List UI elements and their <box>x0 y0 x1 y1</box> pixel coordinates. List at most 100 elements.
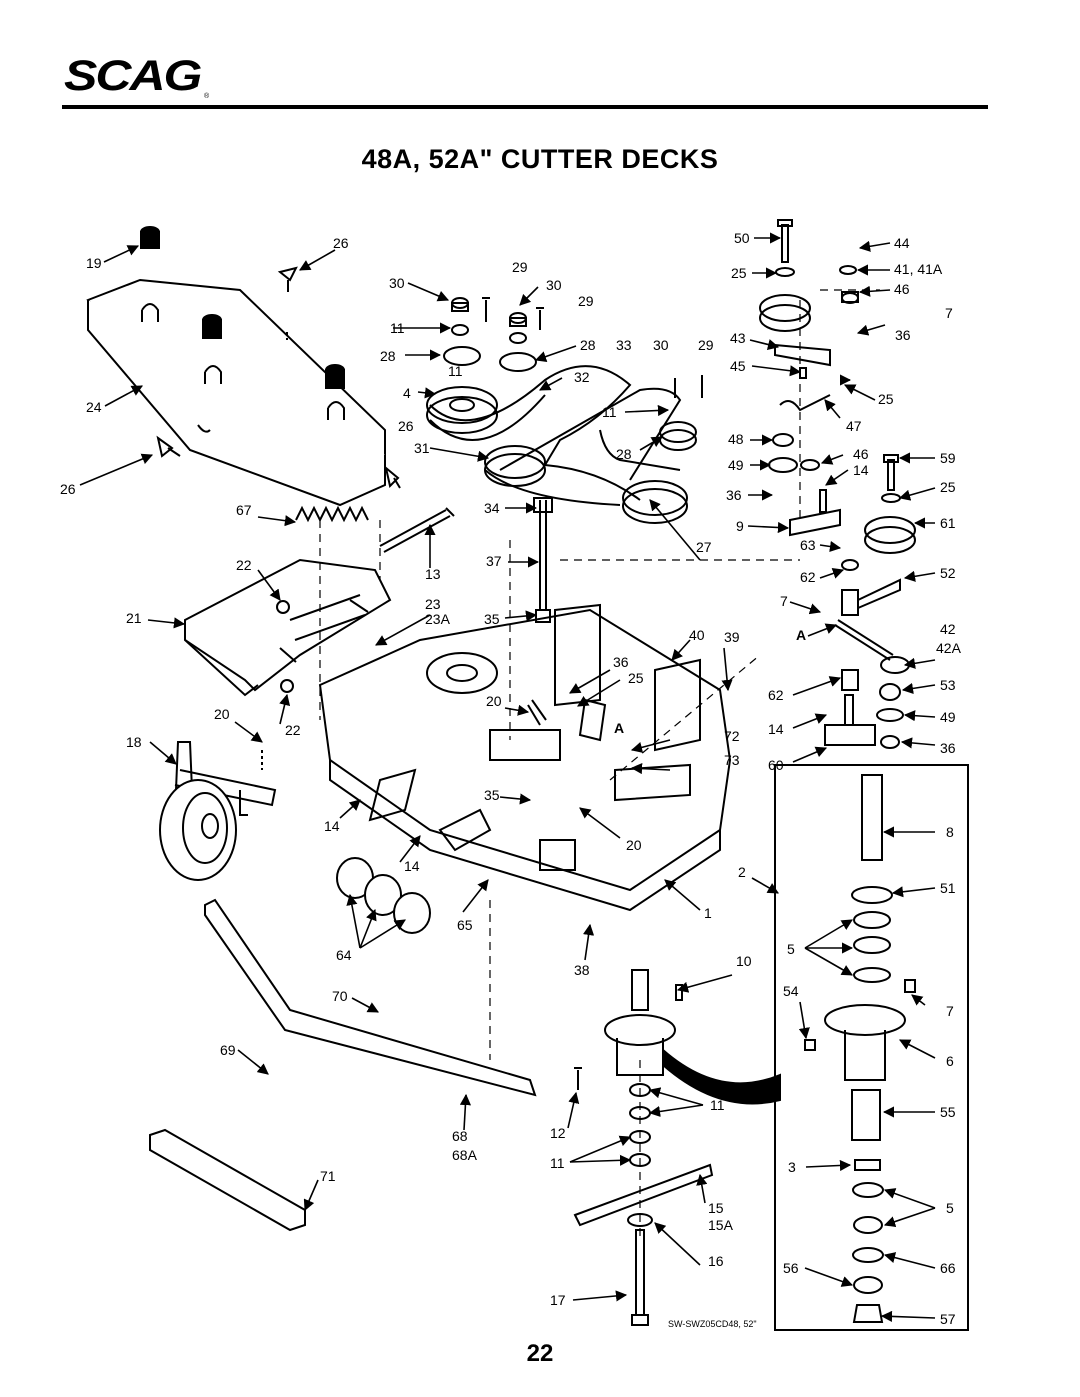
callout-11: 11 <box>390 320 405 336</box>
callout-23a: 23A <box>425 611 451 627</box>
callout-28: 28 <box>380 348 396 364</box>
callout-25: 25 <box>940 479 956 495</box>
callout-64: 64 <box>336 947 352 963</box>
callout-45: 45 <box>730 358 746 374</box>
callout-66: 66 <box>940 1260 956 1276</box>
callout-26: 26 <box>60 481 76 497</box>
callout-42a: 42A <box>936 640 962 656</box>
callout-50: 50 <box>734 230 750 246</box>
callout-40: 40 <box>689 627 705 643</box>
callout-30: 30 <box>389 275 405 291</box>
callout-65: 65 <box>457 917 473 933</box>
callout-44: 44 <box>894 235 910 251</box>
callout-27: 27 <box>696 539 712 555</box>
callout-5: 5 <box>787 941 795 957</box>
callout-68a: 68A <box>452 1147 478 1163</box>
callout-21: 21 <box>126 610 142 626</box>
callout-26: 26 <box>333 235 349 251</box>
callout-25: 25 <box>731 265 747 281</box>
callout-48: 48 <box>728 431 744 447</box>
callout-46: 46 <box>894 281 910 297</box>
callout-30: 30 <box>546 277 562 293</box>
callout-39: 39 <box>724 629 740 645</box>
callout-32: 32 <box>574 369 590 385</box>
callout-11: 11 <box>710 1097 725 1113</box>
callout-11: 11 <box>602 404 617 420</box>
callout-15a: 15A <box>708 1217 734 1233</box>
spindle-housing-flare <box>662 1047 781 1105</box>
callout-62: 62 <box>768 687 784 703</box>
callout-14: 14 <box>853 462 869 478</box>
callout-16: 16 <box>708 1253 724 1269</box>
callout-24: 24 <box>86 399 102 415</box>
callout-8: 8 <box>946 824 954 840</box>
callout-14: 14 <box>768 721 784 737</box>
callout-47: 47 <box>846 418 862 434</box>
callout-12: 12 <box>550 1125 566 1141</box>
callout-1: 1 <box>704 905 712 921</box>
callout-36: 36 <box>895 327 911 343</box>
page-number: 22 <box>526 1340 554 1367</box>
callout-57: 57 <box>940 1311 956 1327</box>
callout-60: 60 <box>768 757 784 773</box>
callout-72: 72 <box>724 728 740 744</box>
callout-63: 63 <box>800 537 816 553</box>
bracket-plate <box>184 558 392 692</box>
page-title: 48A, 52A" CUTTER DECKS <box>361 144 719 174</box>
spindle-detail-box <box>774 764 969 1331</box>
callout-68: 68 <box>452 1128 468 1144</box>
callout-35: 35 <box>484 787 500 803</box>
callout-49: 49 <box>940 709 956 725</box>
callout-52: 52 <box>940 565 956 581</box>
callout-49: 49 <box>728 457 744 473</box>
callout-67: 67 <box>236 502 252 518</box>
callout-23: 23 <box>425 596 441 612</box>
callout-36: 36 <box>613 654 629 670</box>
callout-10: 10 <box>736 953 752 969</box>
callout-11: 11 <box>550 1155 565 1171</box>
callout-53: 53 <box>940 677 956 693</box>
callout-2: 2 <box>738 864 746 880</box>
callout-7: 7 <box>945 305 953 321</box>
callout-43: 43 <box>730 330 746 346</box>
callout-15: 15 <box>708 1200 724 1216</box>
callout-41-41a: 41, 41A <box>894 261 943 277</box>
callout-70: 70 <box>332 988 348 1004</box>
callout-3: 3 <box>788 1159 796 1175</box>
callout-31: 31 <box>414 440 430 456</box>
scag-logo: SCAG ® <box>64 56 210 100</box>
drawing-reference-code: SW-SWZ05CD48, 52" <box>668 1319 757 1329</box>
logo-text: SCAG <box>64 56 201 99</box>
callout-29: 29 <box>512 259 528 275</box>
callout-46: 46 <box>853 446 869 462</box>
callout-a: A <box>614 720 624 736</box>
callout-a: A <box>796 627 806 643</box>
callout-36: 36 <box>940 740 956 756</box>
callout-37: 37 <box>486 553 502 569</box>
callout-5: 5 <box>946 1200 954 1216</box>
callout-19: 19 <box>86 255 102 271</box>
callout-69: 69 <box>220 1042 236 1058</box>
callout-34: 34 <box>484 500 500 516</box>
callout-28: 28 <box>616 446 632 462</box>
callout-9: 9 <box>736 518 744 534</box>
header-rule <box>62 105 988 109</box>
callout-59: 59 <box>940 450 956 466</box>
callout-14: 14 <box>404 858 420 874</box>
callout-42: 42 <box>940 621 956 637</box>
callout-22: 22 <box>236 557 252 573</box>
callout-61: 61 <box>940 515 956 531</box>
callout-7: 7 <box>780 593 788 609</box>
callout-30: 30 <box>653 337 669 353</box>
callout-71: 71 <box>320 1168 336 1184</box>
callout-35: 35 <box>484 611 500 627</box>
callout-4: 4 <box>403 385 411 401</box>
callout-6: 6 <box>946 1053 954 1069</box>
callout-28: 28 <box>580 337 596 353</box>
callout-11: 11 <box>448 363 463 379</box>
baffle-71 <box>149 1128 306 1232</box>
callout-17: 17 <box>550 1292 566 1308</box>
callout-33: 33 <box>616 337 632 353</box>
callout-18: 18 <box>126 734 142 750</box>
